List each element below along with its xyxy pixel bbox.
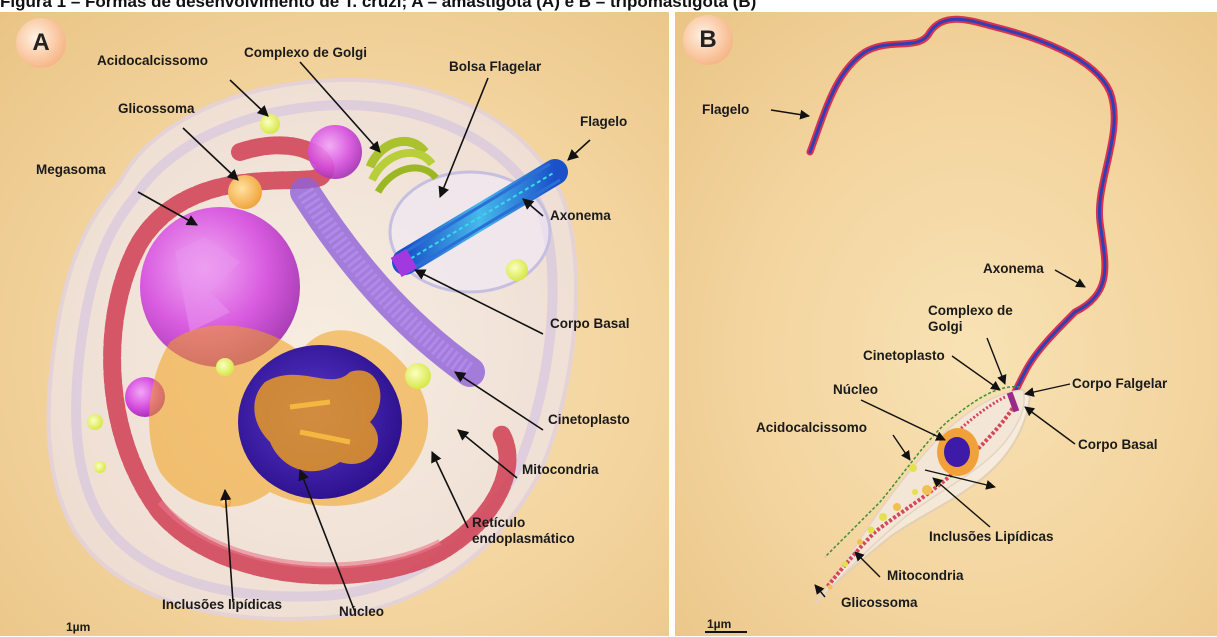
label-basal-body: Corpo Basal	[1078, 437, 1158, 453]
label-flagellar-body: Corpo Falgelar	[1072, 376, 1167, 392]
label-basal-body: Corpo Basal	[550, 316, 630, 332]
label-golgi-complex: Complexo de Golgi	[244, 45, 367, 61]
vacuole	[308, 125, 362, 179]
label-glycosome: Glicossoma	[841, 595, 918, 611]
panel-letter-b: B	[683, 15, 733, 65]
flagellum	[810, 19, 1114, 402]
label-nucleus: Núcleo	[833, 382, 878, 398]
scale-bar-label: 1µm	[66, 620, 90, 634]
label-megasome: Megasoma	[36, 162, 106, 178]
panel-trypomastigote: B Flagelo Axonema Complexo de Golgi Cine…	[675, 12, 1217, 636]
label-glycosome: Glicossoma	[118, 101, 195, 117]
scale-bar-label: 1µm	[707, 617, 731, 631]
label-acidocalcisome: Acidocalcissomo	[756, 420, 867, 436]
label-kinetoplast: Cinetoplasto	[548, 412, 630, 428]
label-lipid-inclusions: Inclusões Lipídicas	[929, 529, 1054, 545]
label-flagellum: Flagelo	[702, 102, 749, 118]
panel-letter-a: A	[16, 18, 66, 68]
label-nucleus: Núcleo	[339, 604, 384, 620]
label-kinetoplast: Cinetoplasto	[863, 348, 945, 364]
label-golgi-complex: Complexo de Golgi	[928, 303, 1013, 335]
label-mitochondrion: Mitocondria	[887, 568, 964, 584]
label-lipid-inclusions: Inclusões lipídicas	[162, 597, 282, 613]
label-acidocalcisome: Acidocalcissomo	[97, 53, 208, 69]
label-mitochondrion: Mitocondria	[522, 462, 599, 478]
label-axoneme: Axonema	[550, 208, 611, 224]
label-flagellum: Flagelo	[580, 114, 627, 130]
label-axoneme: Axonema	[983, 261, 1044, 277]
panel-amastigote: A Acidocalcissomo Complexo de Golgi Bols…	[0, 12, 669, 636]
label-flagellar-pocket: Bolsa Flagelar	[449, 59, 541, 75]
label-endoplasmic-reticulum: Retículo endoplasmático	[472, 515, 575, 547]
figure-caption: Figura 1 – Formas de desenvolvimento de …	[0, 0, 1217, 12]
